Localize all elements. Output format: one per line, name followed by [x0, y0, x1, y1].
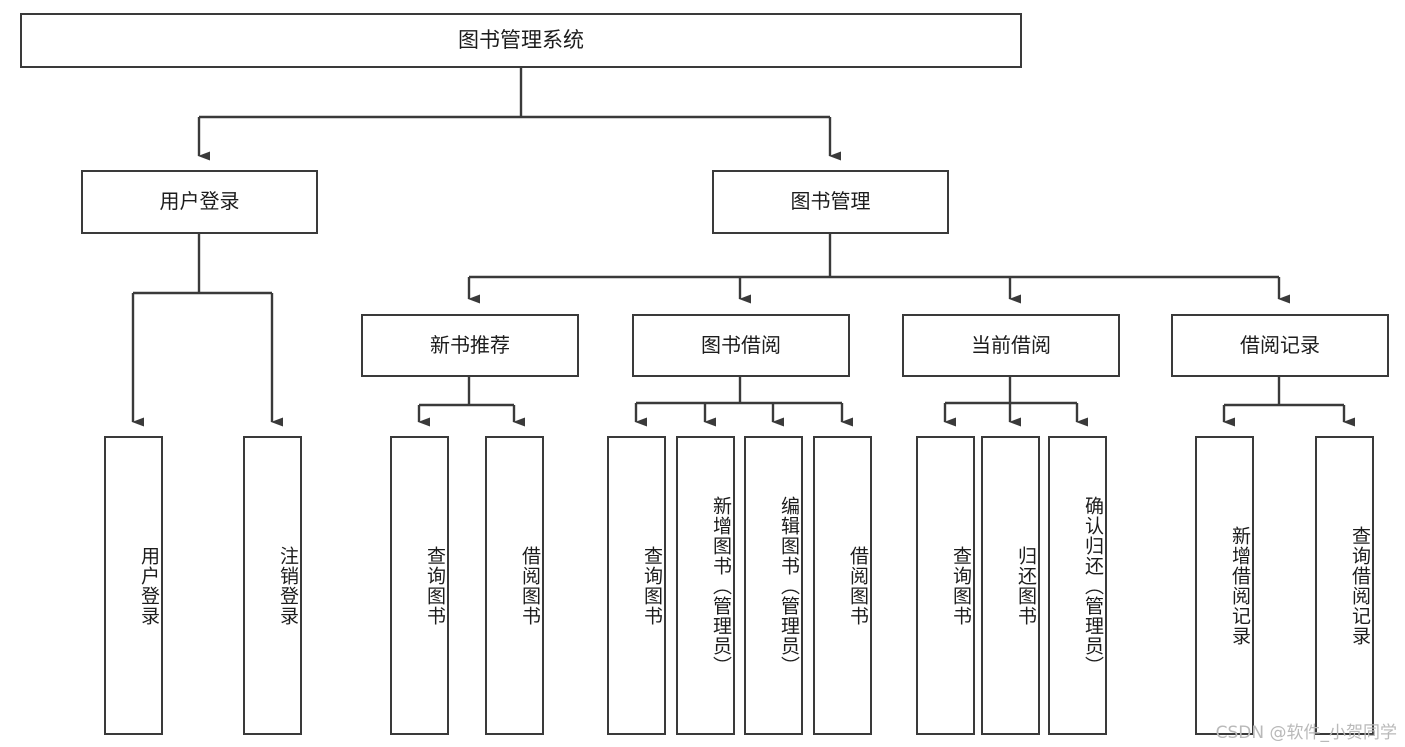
node-label: 编辑图书（管理员）	[778, 495, 800, 676]
node-label: 查询图书	[424, 545, 446, 626]
leaf-book-borrow-query-book[interactable]: 查询图书	[607, 436, 666, 735]
node-label: 确认归还（管理员）	[1082, 495, 1104, 676]
leaf-new-book-query-book[interactable]: 查询图书	[390, 436, 449, 735]
node-label: 注销登录	[277, 545, 299, 626]
node-label: 图书管理	[790, 189, 871, 214]
node-book-management[interactable]: 图书管理	[712, 170, 949, 234]
leaf-user-login-login[interactable]: 用户登录	[104, 436, 163, 735]
node-label: 当前借阅	[971, 332, 1051, 357]
node-label: 查询图书	[641, 545, 663, 626]
node-label: 归还图书	[1015, 545, 1037, 626]
node-user-login[interactable]: 用户登录	[81, 170, 318, 234]
leaf-borrow-record-query-record[interactable]: 查询借阅记录	[1315, 436, 1374, 735]
node-label: 借阅图书	[519, 545, 541, 626]
node-borrow-record[interactable]: 借阅记录	[1171, 314, 1389, 377]
node-book-borrow[interactable]: 图书借阅	[632, 314, 850, 377]
leaf-current-borrow-confirm-return-admin[interactable]: 确认归还（管理员）	[1048, 436, 1107, 735]
node-label: 新增图书（管理员）	[710, 495, 732, 676]
node-label: 用户登录	[159, 189, 240, 214]
leaf-current-borrow-query-book[interactable]: 查询图书	[916, 436, 975, 735]
node-label: 新增借阅记录	[1229, 525, 1251, 646]
leaf-book-borrow-borrow-book[interactable]: 借阅图书	[813, 436, 872, 735]
node-root-book-management-system[interactable]: 图书管理系统	[20, 13, 1022, 68]
node-label: 用户登录	[138, 545, 160, 626]
node-label: 查询图书	[950, 545, 972, 626]
node-label: 借阅图书	[847, 545, 869, 626]
leaf-new-book-borrow-book[interactable]: 借阅图书	[485, 436, 544, 735]
node-label: 图书管理系统	[458, 28, 584, 53]
node-current-borrow[interactable]: 当前借阅	[902, 314, 1120, 377]
node-label: 查询借阅记录	[1349, 525, 1371, 646]
leaf-current-borrow-return-book[interactable]: 归还图书	[981, 436, 1040, 735]
leaf-borrow-record-add-record[interactable]: 新增借阅记录	[1195, 436, 1254, 735]
leaf-book-borrow-add-book-admin[interactable]: 新增图书（管理员）	[676, 436, 735, 735]
node-label: 新书推荐	[430, 332, 510, 357]
node-label: 借阅记录	[1240, 332, 1320, 357]
leaf-user-login-logout[interactable]: 注销登录	[243, 436, 302, 735]
node-new-book-recommend[interactable]: 新书推荐	[361, 314, 579, 377]
leaf-book-borrow-edit-book-admin[interactable]: 编辑图书（管理员）	[744, 436, 803, 735]
node-label: 图书借阅	[701, 332, 781, 357]
